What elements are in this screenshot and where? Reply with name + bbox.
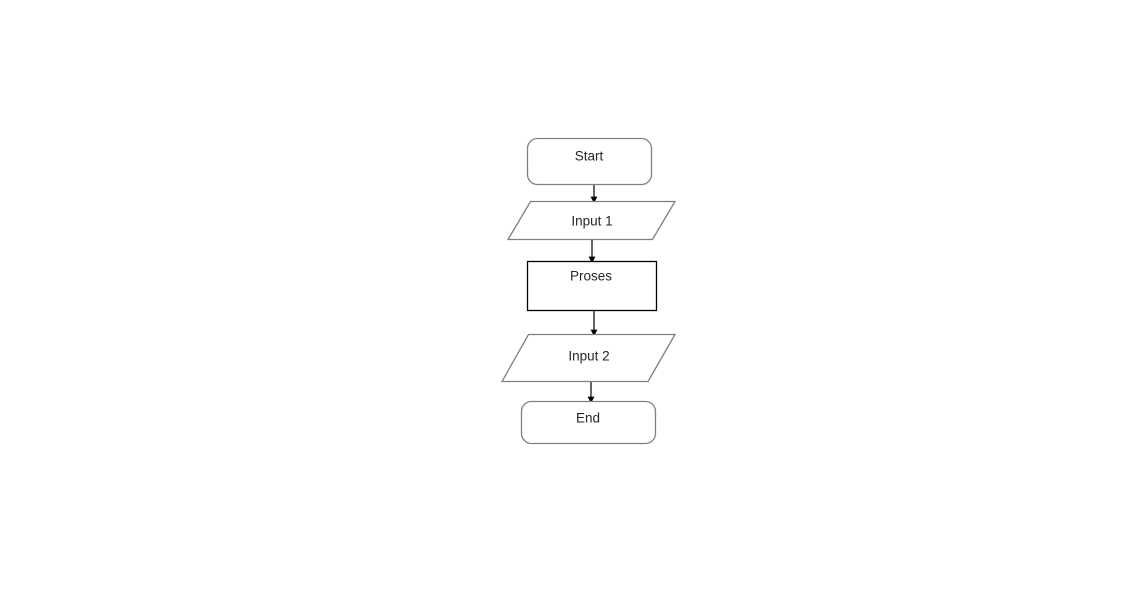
start-shape (526, 137, 653, 186)
proses-label: Proses (570, 269, 612, 284)
end-shape (520, 400, 657, 445)
node-proses[interactable]: Proses (526, 260, 658, 312)
input2-label: Input 2 (568, 349, 609, 364)
input1-label: Input 1 (571, 214, 612, 229)
input2-shape (500, 333, 677, 383)
start-label: Start (575, 149, 604, 164)
input1-shape (506, 200, 677, 241)
node-end[interactable]: End (520, 400, 657, 445)
node-start[interactable]: Start (526, 137, 653, 186)
end-label: End (576, 411, 600, 426)
proses-shape (526, 260, 658, 312)
node-input1[interactable]: Input 1 (506, 200, 677, 241)
node-input2[interactable]: Input 2 (500, 333, 677, 383)
